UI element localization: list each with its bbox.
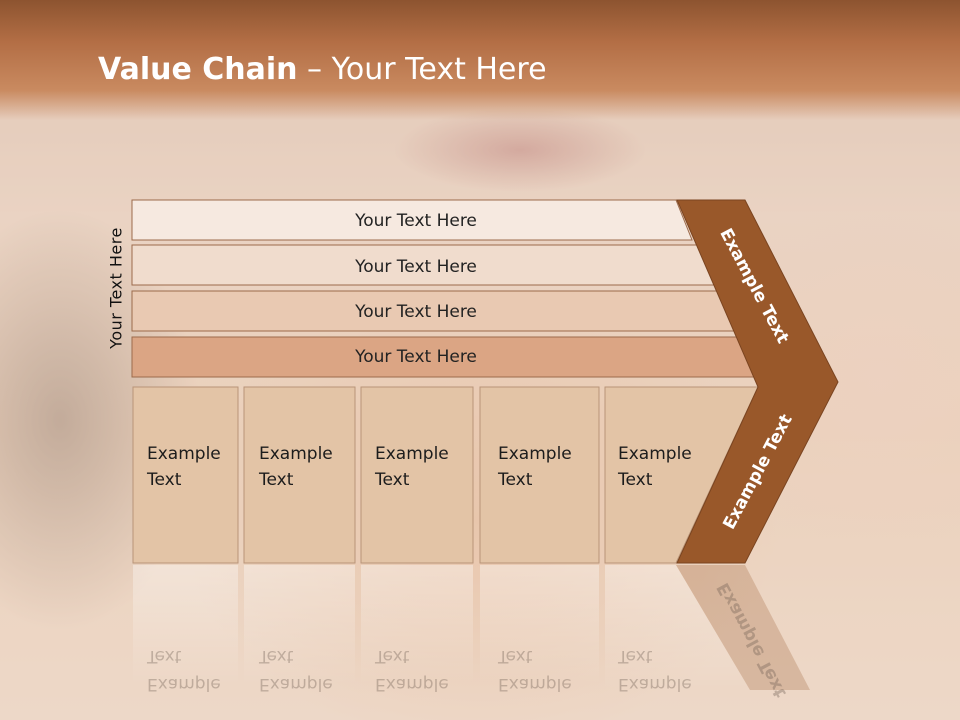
title-banner bbox=[0, 0, 960, 120]
box-2[interactable] bbox=[243, 386, 356, 564]
box-1-reflection-line1: Example bbox=[147, 674, 221, 694]
box-3-reflection-line2: Text bbox=[374, 646, 410, 666]
box-3-line1: Example bbox=[375, 444, 449, 464]
box-2-line1: Example bbox=[259, 444, 333, 464]
box-2-line2: Text bbox=[258, 470, 294, 490]
box-5-reflection-line1: Example bbox=[618, 674, 692, 694]
box-4-reflection-line1: Example bbox=[498, 674, 572, 694]
slide-title-bold: Value Chain bbox=[98, 52, 298, 87]
slide-title: Value Chain – Your Text Here bbox=[98, 52, 547, 87]
box-2-reflection-line2: Text bbox=[258, 646, 294, 666]
box-reflection bbox=[605, 565, 750, 690]
box-reflection bbox=[361, 565, 473, 685]
box-reflection bbox=[480, 565, 599, 685]
box-5-line2: Text bbox=[617, 470, 653, 490]
value-chevron[interactable] bbox=[676, 199, 839, 564]
boxes-reflection bbox=[133, 565, 810, 690]
box-4-line1: Example bbox=[498, 444, 572, 464]
bar-1[interactable] bbox=[131, 199, 693, 241]
box-5[interactable] bbox=[604, 386, 759, 564]
box-5-reflection-line2: Text bbox=[617, 646, 653, 666]
box-3-reflection-line1: Example bbox=[375, 674, 449, 694]
box-reflection bbox=[133, 565, 238, 685]
chevron-reflection bbox=[676, 565, 810, 690]
box-1-line2: Text bbox=[146, 470, 182, 490]
box-1-line1: Example bbox=[147, 444, 221, 464]
box-2-reflection-line1: Example bbox=[259, 674, 333, 694]
bar-3-label: Your Text Here bbox=[354, 302, 477, 322]
box-4[interactable] bbox=[479, 386, 600, 564]
box-reflection bbox=[244, 565, 355, 685]
bar-1-label: Your Text Here bbox=[354, 211, 477, 231]
box-3-line2: Text bbox=[374, 470, 410, 490]
box-1-reflection-line2: Text bbox=[146, 646, 182, 666]
box-1[interactable] bbox=[132, 386, 239, 564]
bar-4-label: Your Text Here bbox=[354, 347, 477, 367]
box-text-reflections: Example Text Example Text Example Text E… bbox=[146, 646, 692, 694]
box-5-line1: Example bbox=[618, 444, 692, 464]
box-3[interactable] bbox=[360, 386, 474, 564]
bar-2-label: Your Text Here bbox=[354, 257, 477, 277]
box-4-reflection-line2: Text bbox=[497, 646, 533, 666]
box-4-line2: Text bbox=[497, 470, 533, 490]
slide-title-rest: – Your Text Here bbox=[297, 52, 547, 87]
